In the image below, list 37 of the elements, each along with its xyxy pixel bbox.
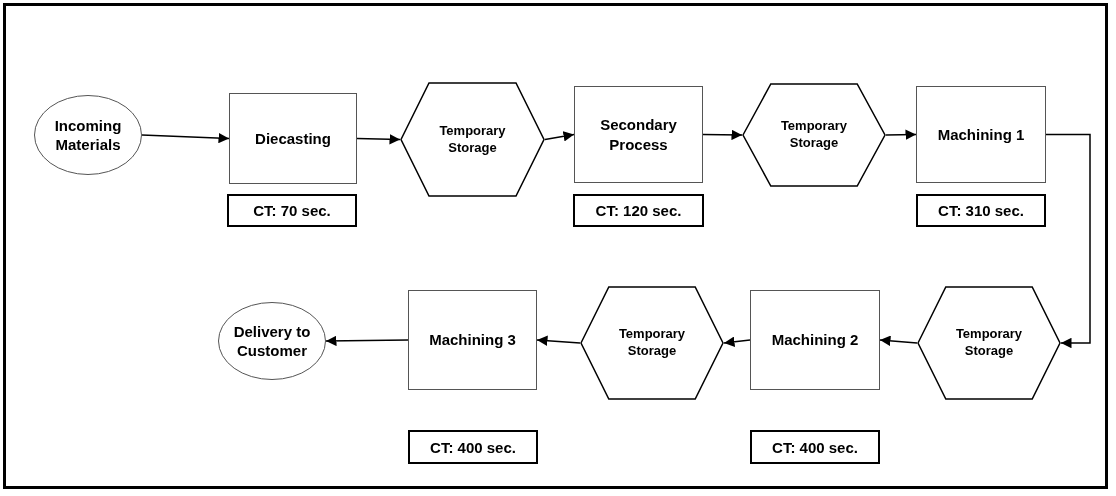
ellipse-node (218, 302, 326, 380)
process-box (229, 93, 357, 184)
arrow (325, 335, 409, 347)
cycle-time-label: CT: 70 sec. (227, 194, 357, 227)
node-label: Machining 1 (937, 124, 1025, 145)
cycle-time-label: CT: 400 sec. (750, 430, 880, 464)
node-label: Temporary Storage (954, 326, 1024, 360)
node-label: Machining 2 (771, 330, 859, 350)
arrow (723, 336, 751, 347)
process-box (574, 86, 703, 183)
node-label: Temporary Storage (438, 122, 507, 157)
storage-hexagon (400, 82, 545, 197)
arrow (1045, 133, 1091, 349)
node-label: Temporary Storage (779, 118, 849, 152)
cycle-time-label: CT: 310 sec. (916, 194, 1046, 227)
arrow (544, 131, 575, 142)
ellipse-node (34, 95, 142, 175)
arrow (141, 132, 230, 144)
arrow (879, 335, 918, 347)
process-box (916, 86, 1046, 183)
node-label: Diecasting (255, 128, 331, 149)
arrow (702, 129, 743, 141)
storage-hexagon (742, 83, 886, 187)
cycle-time-label: CT: 120 sec. (573, 194, 704, 227)
cycle-time-label: CT: 400 sec. (408, 430, 538, 464)
storage-hexagon (917, 286, 1061, 400)
storage-hexagon (580, 286, 724, 400)
node-label: Temporary Storage (617, 326, 687, 360)
node-label: Delivery to Customer (232, 321, 312, 361)
arrow (356, 134, 401, 145)
process-box (750, 290, 880, 390)
node-label: Machining 3 (429, 330, 516, 350)
arrow (885, 129, 917, 140)
arrow (536, 335, 581, 346)
node-label: Secondary Process (599, 115, 678, 154)
node-label: Incoming Materials (53, 115, 123, 155)
process-box (408, 290, 537, 390)
